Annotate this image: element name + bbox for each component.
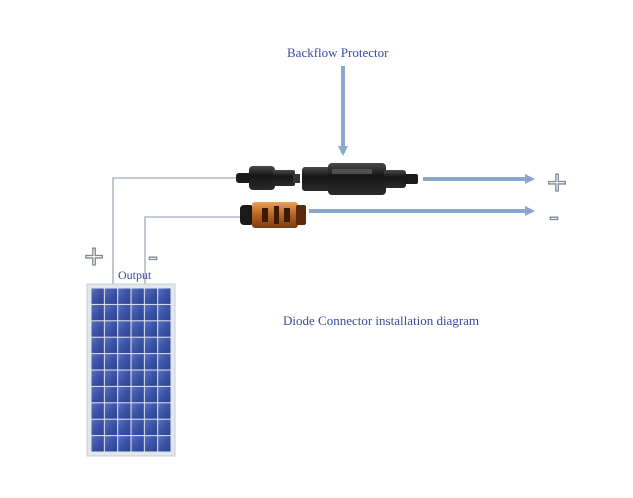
right-minus-sign: - <box>549 200 559 233</box>
solar-cell <box>91 436 104 452</box>
solar-cell <box>104 419 118 436</box>
solar-cell <box>91 403 104 419</box>
solar-cell <box>91 354 104 370</box>
solar-cell <box>131 337 144 354</box>
solar-cell <box>131 321 144 337</box>
solar-cell <box>158 386 171 403</box>
solar-cell <box>131 386 144 403</box>
wires <box>112 177 243 292</box>
solar-cell <box>91 321 104 337</box>
solar-cell <box>158 354 171 370</box>
solar-cell <box>158 304 171 321</box>
solar-cell <box>131 436 144 452</box>
solar-cell <box>118 288 131 304</box>
solar-cell <box>91 386 104 403</box>
right-plus-sign: + <box>547 164 567 202</box>
diagram-caption: Diode Connector installation diagram <box>283 313 480 328</box>
left-minus-sign: - <box>148 240 158 273</box>
solar-cell <box>91 304 104 321</box>
solar-cell <box>104 436 118 452</box>
solar-cell <box>118 337 131 354</box>
solar-cell <box>144 403 158 419</box>
solar-cell <box>118 304 131 321</box>
solar-cell <box>118 321 131 337</box>
solar-cell <box>118 354 131 370</box>
solar-cell <box>144 419 158 436</box>
solar-cell <box>144 337 158 354</box>
solar-cell <box>144 386 158 403</box>
left-plus-sign: + <box>84 238 104 276</box>
solar-cell <box>118 386 131 403</box>
solar-cell <box>104 403 118 419</box>
solar-cell <box>158 403 171 419</box>
solar-cell <box>91 419 104 436</box>
solar-cell <box>144 321 158 337</box>
solar-cell <box>158 370 171 386</box>
solar-cell <box>118 370 131 386</box>
negative-wire <box>144 216 240 292</box>
solar-cell <box>131 354 144 370</box>
solar-cell <box>158 436 171 452</box>
solar-cell <box>118 419 131 436</box>
solar-cell <box>104 304 118 321</box>
solar-cell <box>158 288 171 304</box>
positive-mc4-connector <box>236 166 300 190</box>
solar-cell <box>131 403 144 419</box>
solar-cell <box>118 403 131 419</box>
solar-cell <box>158 321 171 337</box>
solar-panel <box>86 283 176 457</box>
backflow-protector-device <box>302 163 418 195</box>
solar-cell <box>131 288 144 304</box>
solar-cell <box>104 288 118 304</box>
solar-cell <box>144 354 158 370</box>
solar-cell <box>131 370 144 386</box>
solar-cell <box>118 436 131 452</box>
output-label: Output <box>118 268 152 282</box>
solar-cell <box>91 288 104 304</box>
solar-cell <box>104 337 118 354</box>
solar-cell <box>144 288 158 304</box>
solar-cell <box>144 304 158 321</box>
solar-cell <box>104 370 118 386</box>
solar-cell <box>144 370 158 386</box>
solar-cell <box>158 419 171 436</box>
positive-wire <box>112 177 243 292</box>
solar-cell <box>131 419 144 436</box>
solar-cell <box>91 370 104 386</box>
solar-cell <box>104 321 118 337</box>
solar-cell <box>144 436 158 452</box>
solar-cell <box>131 304 144 321</box>
solar-cell <box>158 337 171 354</box>
negative-mc4-connector <box>240 202 306 228</box>
solar-cell <box>91 337 104 354</box>
solar-cell <box>104 386 118 403</box>
solar-cell <box>104 354 118 370</box>
backflow-protector-label: Backflow Protector <box>287 45 389 60</box>
